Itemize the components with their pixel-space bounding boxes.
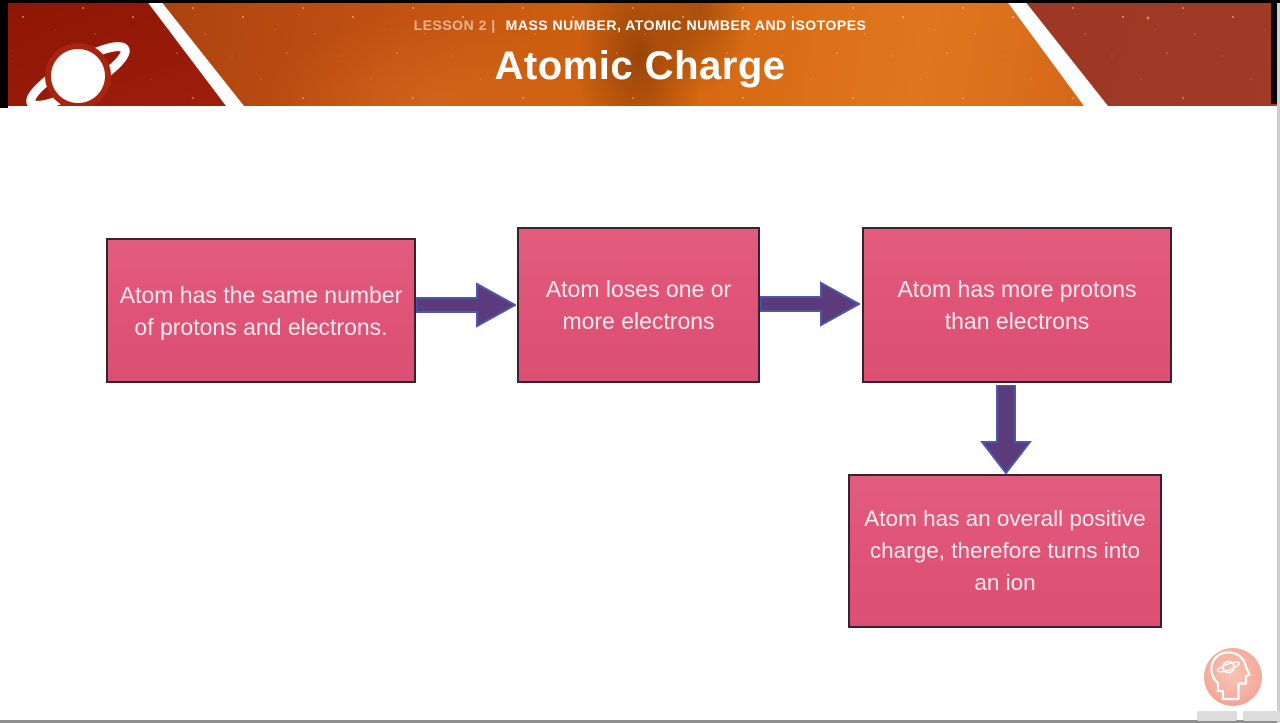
header-banner: LESSON 2 | MASS NUMBER, ATOMIC NUMBER AND…	[0, 0, 1280, 106]
arrow-right-icon	[760, 281, 860, 327]
flow-box-same-protons-electrons: Atom has the same number of protons and …	[106, 238, 416, 383]
lesson-number-label: LESSON 2 |	[413, 17, 496, 33]
screen-right-edge	[1271, 0, 1277, 104]
screen-left-edge	[0, 0, 8, 108]
page-title: Atomic Charge	[494, 44, 786, 88]
flow-box-text: Atom has the same number of protons and …	[119, 281, 403, 340]
lesson-title-label: MASS NUMBER, ATOMIC NUMBER AND ISOTOPES	[505, 17, 867, 33]
scrollbar-track[interactable]	[1277, 0, 1280, 723]
arrow-right-icon	[416, 282, 516, 328]
head-brain-saturn-icon	[1204, 648, 1262, 706]
player-control-button-right[interactable]	[1243, 711, 1280, 721]
screen-top-edge	[0, 0, 1280, 3]
bottom-edge-bar	[0, 720, 1280, 723]
flow-box-text: Atom has an overall positive charge, the…	[864, 506, 1146, 595]
flow-box-loses-electrons: Atom loses one or more electrons	[517, 227, 760, 383]
flow-box-more-protons: Atom has more protons than electrons	[862, 227, 1172, 383]
lesson-kicker: LESSON 2 | MASS NUMBER, ATOMIC NUMBER AND…	[0, 17, 1280, 33]
flow-box-text: Atom loses one or more electrons	[545, 276, 732, 334]
flow-box-positive-ion: Atom has an overall positive charge, the…	[848, 474, 1162, 628]
arrow-down-icon	[980, 385, 1032, 474]
flow-box-text: Atom has more protons than electrons	[897, 276, 1137, 334]
player-control-button-left[interactable]	[1197, 711, 1237, 721]
